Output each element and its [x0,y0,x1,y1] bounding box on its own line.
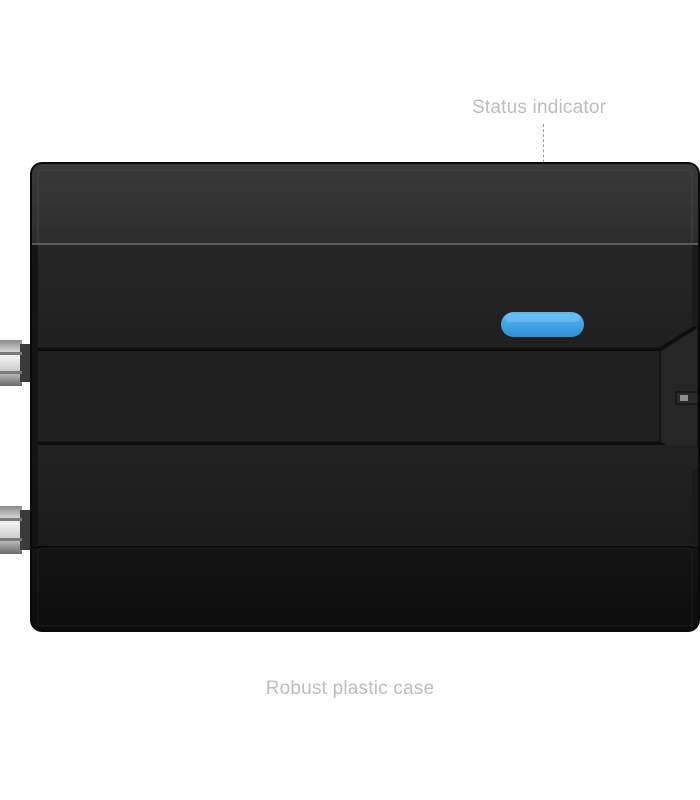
left-connector-top [0,340,34,386]
status-indicator-label: Status indicator [472,97,607,118]
status-led [501,312,584,337]
case-label: Robust plastic case [265,678,435,699]
left-connector-bottom [0,506,34,554]
device-case [30,162,700,632]
